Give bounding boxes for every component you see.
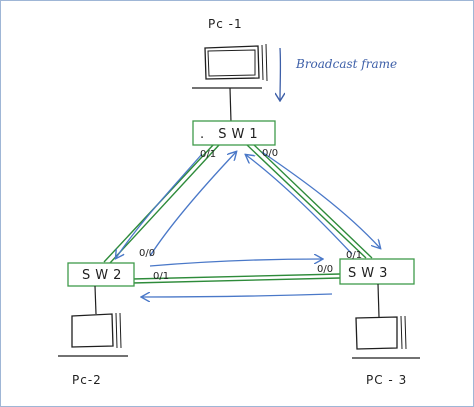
flow-arrow-sw3-to-sw2 (142, 294, 333, 297)
sw2-port-top-label: 0/0 (139, 248, 155, 259)
pc-3-computer-icon (352, 315, 420, 359)
sw2-box (67, 262, 135, 287)
pc-1-computer-icon (192, 43, 268, 89)
flow-arrow-sw3-to-sw1 (246, 155, 353, 255)
sw2-label: SW2 (82, 268, 126, 283)
pc-1-to-sw1-cable (229, 87, 232, 123)
pc-3-label: PC - 3 (366, 373, 407, 387)
sw3-port-left-label: 0/0 (317, 264, 333, 275)
sw1-sw2-link (103, 143, 220, 264)
flow-arrow-sw1-to-sw2 (116, 153, 203, 258)
sw3-label: SW3 (348, 266, 392, 281)
pc-1-label: Pc -1 (208, 17, 243, 31)
sw1-port-left-label: 0/1 (200, 149, 216, 160)
sw3-port-top-label: 0/1 (346, 250, 362, 261)
sw2-to-pc-2-cable (94, 285, 97, 315)
sw1-sw3-link (245, 142, 373, 259)
broadcast-frame-label: Broadcast frame (295, 57, 397, 71)
sw1-box (192, 120, 276, 146)
sw1-label: . SW1 (200, 127, 263, 142)
sw1-port-right-label: 0/0 (262, 148, 278, 159)
flow-arrow-sw2-to-sw1 (149, 152, 236, 257)
sw2-sw3-link (131, 273, 341, 284)
sw2-port-right-label: 0/1 (153, 271, 169, 282)
flow-arrow-sw1-to-sw3 (261, 151, 380, 248)
sw3-box (339, 258, 415, 285)
pc-2-computer-icon (58, 312, 128, 357)
pc-2-label: Pc-2 (72, 373, 102, 387)
sw3-to-pc-3-cable (377, 283, 380, 318)
flow-arrow-sw2-to-sw3 (149, 259, 322, 267)
